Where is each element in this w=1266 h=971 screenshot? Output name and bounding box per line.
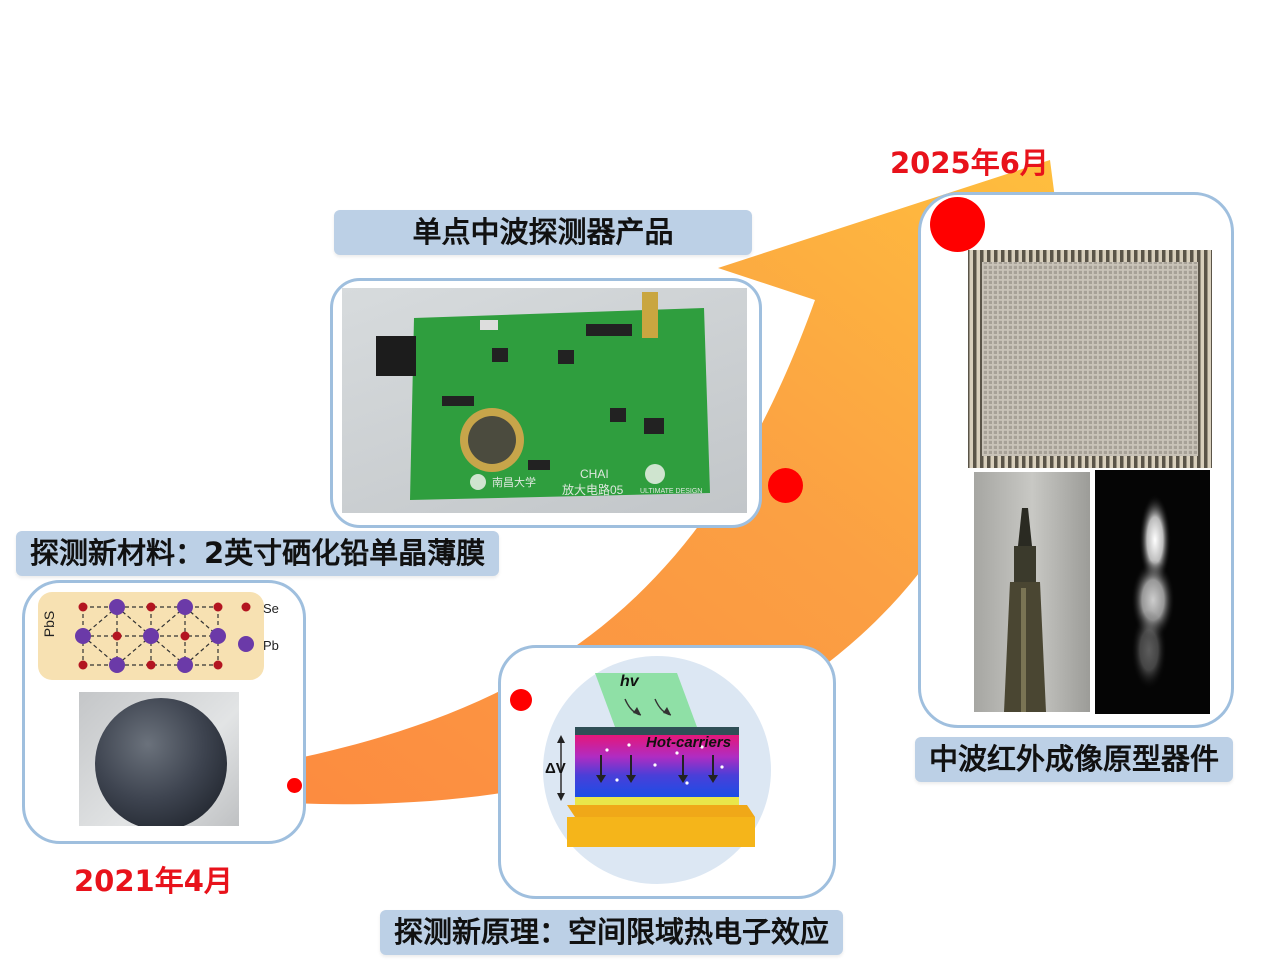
milestone-dot-product: [768, 468, 803, 503]
milestone-dot-end: [930, 197, 985, 252]
end-date: 2025年6月: [890, 146, 1049, 180]
material-label: 探测新材料：2英寸硒化铅单晶薄膜: [16, 531, 500, 576]
hot-carrier-schematic: [543, 656, 771, 884]
pcb-circuit: 放大电路05: [562, 483, 624, 497]
wafer-photo: [79, 692, 239, 826]
prototype-label: 中波红外成像原型器件: [915, 737, 1234, 782]
detector-package-photo: [974, 472, 1090, 712]
start-date: 2021年4月: [74, 864, 233, 898]
milestone-dot-principle: [510, 689, 532, 711]
crystal-lattice: [75, 599, 254, 673]
product-label: 单点中波探测器产品: [334, 210, 752, 255]
lattice-compound: PbS: [41, 610, 58, 638]
pcb-design: ULTIMATE DESIGN: [640, 488, 703, 495]
carriers-label: Hot-carriers: [646, 734, 732, 751]
voltage-label: ΔV: [545, 760, 566, 777]
pcb-brand: CHAI: [580, 467, 609, 481]
lattice-panel: [38, 592, 264, 680]
legend-pb: Pb: [263, 638, 279, 653]
milestone-dot-start: [287, 778, 302, 793]
principle-label: 探测新原理：空间限域热电子效应: [380, 910, 844, 955]
pcb-photo: [342, 288, 747, 513]
photon-label: hv: [620, 673, 639, 690]
thermal-image-photo: [1095, 470, 1210, 714]
legend-se: Se: [263, 601, 279, 616]
pcb-university: 南昌大学: [492, 477, 536, 489]
focal-plane-array-photo: [968, 250, 1212, 468]
